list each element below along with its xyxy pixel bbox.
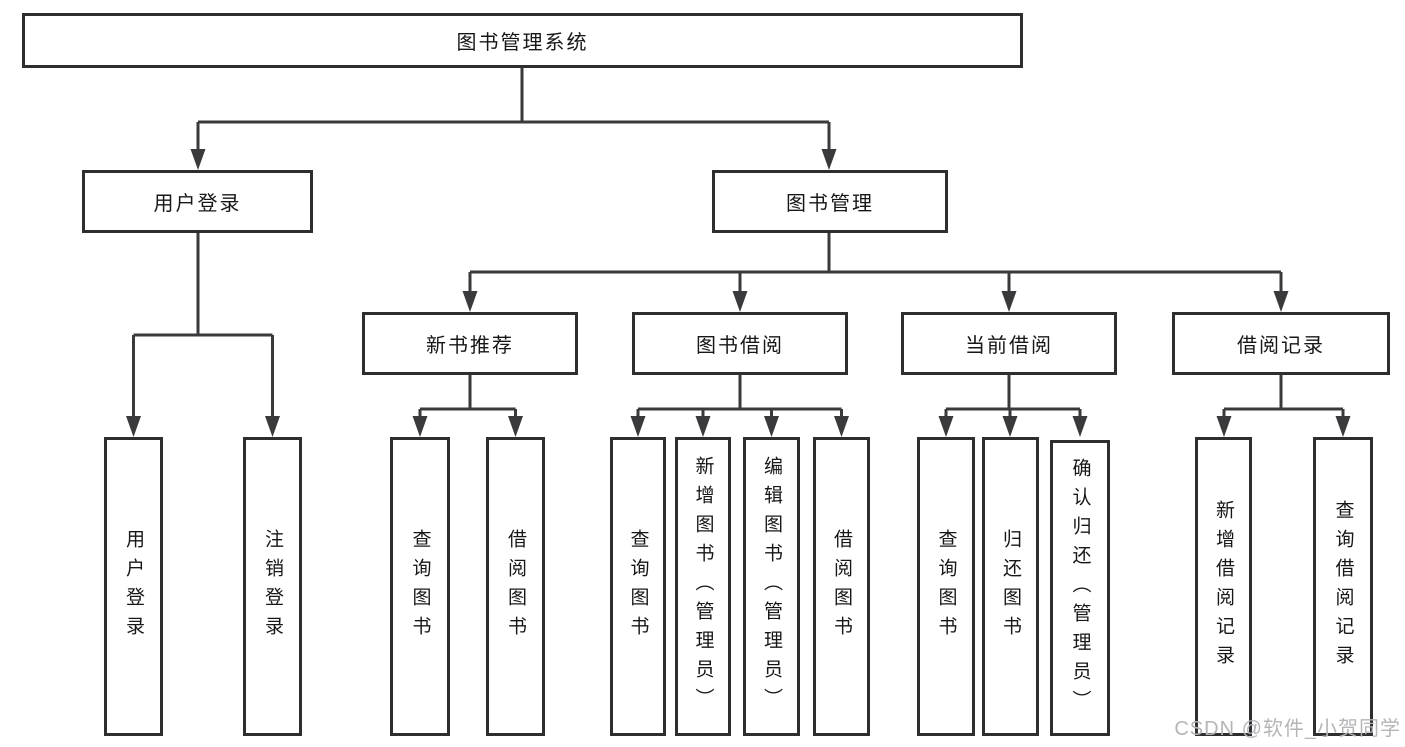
node-label: 新书推荐: [426, 335, 514, 357]
node-book-borrowing: 图书借阅: [632, 312, 848, 375]
leaf-label: 用户登录: [123, 528, 144, 645]
leaf-label: 查询借阅记录: [1332, 499, 1354, 674]
connector-book-management: [462, 233, 1289, 312]
connector-path: [944, 375, 1082, 418]
node-label: 图书借阅: [696, 335, 784, 357]
connector-borrowing-records: [1216, 375, 1351, 437]
leaf-logout: 注销登录: [243, 437, 302, 736]
leaf-nbr-borrow-books: 借阅图书: [486, 437, 545, 736]
leaf-nbr-query-books: 查询图书: [390, 437, 450, 736]
leaf-cb-query-books: 查询图书: [917, 437, 975, 736]
arrow-down-icon: [630, 416, 646, 437]
leaf-bb-borrow-books: 借阅图书: [813, 437, 870, 736]
leaf-cb-confirm-return-admin: 确认归还（管理员）: [1050, 440, 1110, 736]
node-label: 图书管理系统: [456, 32, 589, 54]
connector-current-borrowing: [938, 375, 1088, 437]
arrow-down-icon: [1216, 416, 1232, 437]
leaf-label: 归还图书: [1000, 528, 1021, 645]
arrow-down-icon: [1273, 291, 1289, 312]
connector-path: [1222, 375, 1345, 418]
connector-path: [132, 233, 274, 418]
arrow-down-icon: [126, 416, 141, 437]
node-label: 当前借阅: [965, 335, 1053, 357]
leaf-label: 借阅图书: [831, 528, 852, 645]
arrow-down-icon: [732, 291, 748, 312]
leaf-label: 借阅图书: [505, 528, 526, 645]
node-current-borrowing: 当前借阅: [901, 312, 1117, 375]
leaf-user-login: 用户登录: [104, 437, 163, 736]
node-book-management: 图书管理: [712, 170, 948, 233]
node-new-book-recommend: 新书推荐: [362, 312, 578, 375]
connector-root-to-level2: [190, 68, 837, 170]
node-label: 借阅记录: [1237, 335, 1325, 357]
arrow-down-icon: [1002, 416, 1018, 437]
arrow-down-icon: [265, 416, 280, 437]
leaf-label: 查询图书: [935, 528, 957, 645]
arrow-down-icon: [462, 291, 478, 312]
connector-user-login: [126, 233, 280, 437]
arrow-down-icon: [190, 149, 206, 170]
arrow-down-icon: [412, 416, 428, 437]
node-label: 图书管理: [786, 193, 874, 215]
leaf-bb-edit-book-admin: 编辑图书（管理员）: [743, 437, 800, 736]
leaf-label: 新增借阅记录: [1213, 499, 1234, 674]
arrow-down-icon: [1001, 291, 1017, 312]
arrow-down-icon: [938, 416, 954, 437]
connector-book-borrowing: [630, 375, 849, 437]
leaf-label: 注销登录: [262, 528, 283, 645]
connector-path: [418, 375, 517, 418]
node-user-login: 用户登录: [82, 170, 313, 233]
csdn-watermark: CSDN @软件_小贺同学: [1174, 718, 1401, 740]
connector-path: [468, 233, 1283, 293]
leaf-br-add-borrow-record: 新增借阅记录: [1195, 437, 1252, 736]
arrow-down-icon: [508, 416, 523, 437]
connector-path: [196, 68, 831, 151]
node-label: 用户登录: [153, 193, 242, 215]
arrow-down-icon: [1072, 416, 1088, 437]
arrow-down-icon: [695, 416, 711, 437]
leaf-label: 编辑图书（管理员）: [761, 456, 782, 717]
node-borrowing-records: 借阅记录: [1172, 312, 1390, 375]
leaf-bb-query-books: 查询图书: [610, 437, 666, 736]
leaf-label: 查询图书: [409, 528, 431, 645]
leaf-label: 查询图书: [627, 528, 649, 645]
leaf-bb-add-book-admin: 新增图书（管理员）: [675, 437, 731, 736]
leaf-label: 确认归还（管理员）: [1069, 457, 1091, 719]
connector-new-book-recommend: [412, 375, 523, 437]
leaf-cb-return-books: 归还图书: [982, 437, 1039, 736]
connector-path: [636, 375, 843, 418]
arrow-down-icon: [764, 416, 779, 437]
leaf-br-query-borrow-record: 查询借阅记录: [1313, 437, 1373, 736]
arrow-down-icon: [1335, 416, 1351, 437]
arrow-down-icon: [821, 149, 837, 170]
node-library-management-system: 图书管理系统: [22, 13, 1023, 68]
arrow-down-icon: [834, 416, 849, 437]
leaf-label: 新增图书（管理员）: [692, 456, 714, 717]
